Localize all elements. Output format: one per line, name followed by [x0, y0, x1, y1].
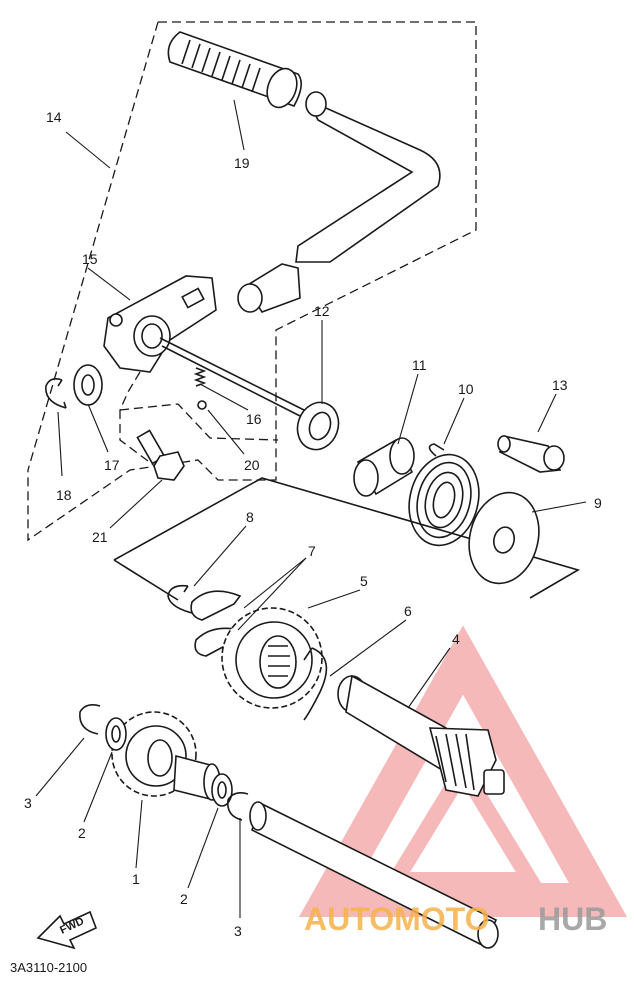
callout-labels: 19 14 15 12 11 10 13 16 20 17 18 21 9 8 …: [24, 109, 602, 939]
kick-boss: [103, 275, 217, 373]
callout-19: 19: [234, 155, 250, 171]
clip-6: [303, 647, 328, 721]
bolt: [136, 429, 185, 481]
small-spring: [193, 367, 207, 387]
washer: [73, 364, 103, 406]
callout-3-right: 3: [234, 923, 242, 939]
callout-6: 6: [404, 603, 412, 619]
diagram-code: 3A3110-2100: [10, 960, 87, 975]
circlip-8: [167, 584, 197, 615]
callout-15: 15: [82, 251, 98, 267]
spring-guide: [353, 437, 415, 497]
leader-lines: [35, 99, 587, 918]
watermark-hub: HUB: [538, 901, 607, 937]
callout-18: 18: [56, 487, 72, 503]
callout-2-right: 2: [180, 891, 188, 907]
watermark-triangle-logo: [298, 625, 628, 917]
kick-axle: [337, 674, 505, 797]
torsion-spring: [408, 443, 480, 547]
clip-pair: [190, 590, 242, 657]
callout-11: 11: [412, 357, 427, 373]
callout-12: 12: [314, 303, 330, 319]
washer-2-right: [211, 773, 233, 807]
assembly-group-outline: [27, 21, 477, 542]
callout-16: 16: [246, 411, 262, 427]
kick-grip: [167, 31, 302, 109]
washer-2-left: [105, 717, 127, 751]
callout-5: 5: [360, 573, 368, 589]
callout-9: 9: [594, 495, 602, 511]
kick-crank-arm: [237, 91, 441, 313]
plate-washer: [468, 491, 540, 585]
idle-gear: [111, 711, 221, 802]
watermark-automoto: AUTOMOTO: [304, 901, 489, 937]
circlip-3-right: [226, 792, 249, 821]
watermark-text: AUTOMOTO HUB: [304, 901, 607, 937]
callout-14: 14: [46, 109, 62, 125]
callout-20: 20: [244, 457, 260, 473]
callout-10: 10: [458, 381, 474, 397]
callout-7: 7: [308, 543, 316, 559]
kick-gear: [221, 607, 323, 709]
circlip-3-left: [79, 704, 101, 735]
callout-2-left: 2: [78, 825, 86, 841]
steel-ball: [197, 400, 207, 410]
drive-shaft: [249, 801, 499, 949]
callout-13: 13: [552, 377, 568, 393]
stopper-pin: [497, 435, 565, 473]
callout-1: 1: [132, 871, 140, 887]
callout-3-left: 3: [24, 795, 32, 811]
callout-8: 8: [246, 509, 254, 525]
circlip-small: [45, 378, 67, 409]
oil-seal: [296, 401, 340, 451]
callout-4: 4: [452, 631, 460, 647]
callout-17: 17: [104, 457, 120, 473]
callout-21: 21: [92, 529, 108, 545]
forward-arrow: FWD: [36, 910, 98, 950]
